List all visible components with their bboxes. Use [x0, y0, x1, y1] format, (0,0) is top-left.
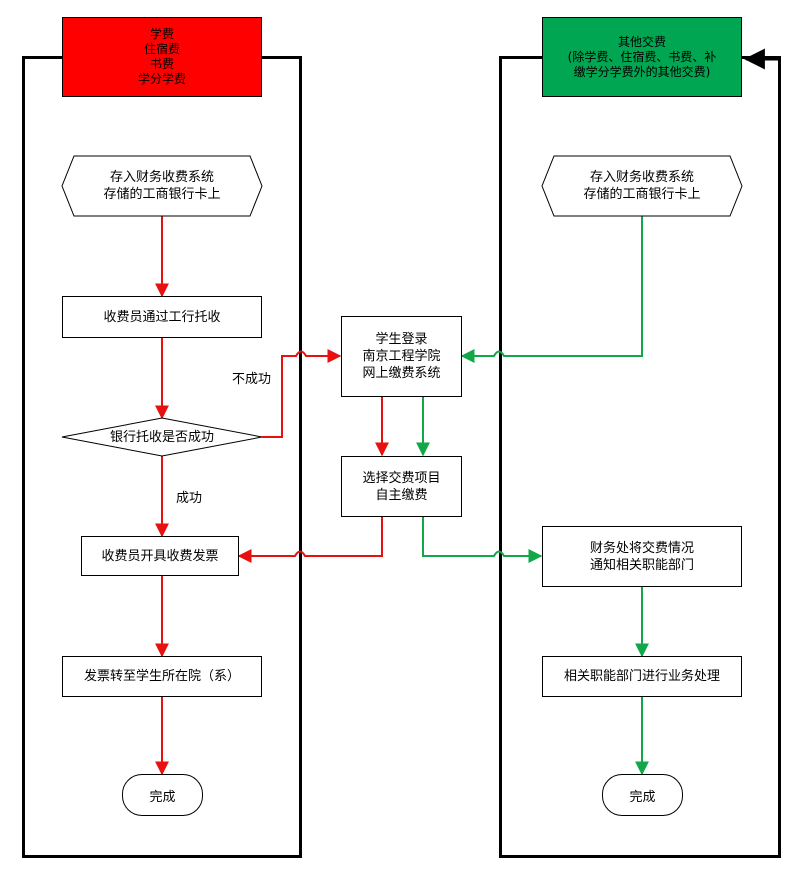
right-deposit-text: 存入财务收费系统 存储的工商银行卡上	[554, 156, 730, 216]
left-deposit-hexagon	[61, 155, 263, 217]
left-done-text: 完成	[149, 789, 176, 805]
process-box: 相关职能部门进行业务处理	[542, 656, 742, 697]
select-box: 选择交费项目 自主缴费	[341, 456, 462, 517]
notify-line: 财务处将交费情况	[589, 540, 694, 556]
decision-diamond	[61, 417, 263, 457]
left-header-line: 书费	[149, 57, 174, 71]
collect-box: 收费员通过工行托收	[62, 296, 262, 338]
left-deposit-line: 存储的工商银行卡上	[103, 187, 221, 202]
notify-box: 财务处将交费情况 通知相关职能部门	[542, 526, 742, 587]
select-line: 选择交费项目	[362, 470, 441, 486]
left-header-line: 学分学费	[137, 72, 186, 86]
left-header-line: 学费	[149, 27, 174, 41]
right-deposit-line: 存储的工商银行卡上	[583, 187, 701, 202]
decision-text: 银行托收是否成功	[62, 418, 262, 456]
login-line: 南京工程学院	[362, 349, 441, 364]
left-header-fee-types: 学费 住宿费 书费 学分学费	[62, 17, 262, 97]
left-done-terminator: 完成	[122, 774, 203, 816]
select-line: 自主缴费	[375, 487, 428, 503]
right-header-line: 缴学分学费外的其他交费)	[573, 64, 711, 79]
left-deposit-line: 存入财务收费系统	[109, 170, 214, 185]
right-deposit-line: 存入财务收费系统	[589, 170, 694, 185]
fail-label: 不成功	[232, 372, 272, 387]
transfer-text: 发票转至学生所在院（系）	[83, 669, 240, 684]
transfer-box: 发票转至学生所在院（系）	[62, 656, 262, 697]
edge-select-invoice	[237, 517, 383, 563]
login-line: 网上缴费系统	[362, 366, 441, 381]
decision-label: 银行托收是否成功	[109, 429, 214, 445]
edge-select-notify	[422, 517, 543, 563]
edge-fail-login	[262, 349, 342, 438]
right-done-text: 完成	[629, 789, 656, 805]
success-label: 成功	[176, 491, 203, 506]
invoice-text: 收费员开具收费发票	[101, 548, 219, 564]
collect-text: 收费员通过工行托收	[103, 309, 221, 325]
login-box: 学生登录 南京工程学院 网上缴费系统	[341, 316, 462, 397]
left-header-line: 住宿费	[143, 42, 180, 56]
process-text: 相关职能部门进行业务处理	[563, 669, 720, 684]
login-line: 学生登录	[375, 332, 428, 347]
left-deposit-text: 存入财务收费系统 存储的工商银行卡上	[74, 156, 250, 216]
invoice-box: 收费员开具收费发票	[81, 536, 239, 576]
right-header-line: 其他交费	[617, 34, 666, 49]
right-header-line: (除学费、住宿费、书费、补	[567, 49, 717, 64]
right-header-other-fees: 其他交费 (除学费、住宿费、书费、补 缴学分学费外的其他交费)	[542, 17, 742, 97]
edge-deposit-login	[460, 216, 643, 363]
right-deposit-hexagon	[541, 155, 743, 217]
notify-line: 通知相关职能部门	[589, 557, 694, 573]
right-done-terminator: 完成	[602, 774, 683, 816]
